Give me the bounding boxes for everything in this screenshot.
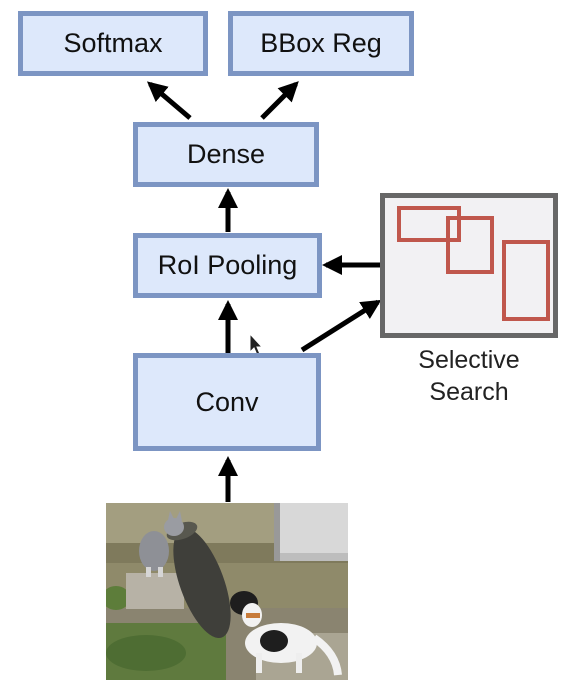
conv-node: Conv: [133, 353, 321, 451]
roi-pooling-node: RoI Pooling: [133, 233, 322, 298]
softmax-node: Softmax: [18, 11, 208, 76]
cat-and-dog-photo: [106, 503, 348, 680]
softmax-label: Softmax: [63, 28, 163, 58]
conv-label: Conv: [195, 386, 259, 417]
mouse-cursor-icon: [249, 332, 264, 356]
caption-line-1: Selective: [418, 346, 520, 374]
dense-node: Dense: [133, 122, 319, 187]
selective-search-panel: [380, 193, 558, 338]
dense-label: Dense: [186, 139, 266, 169]
caption-line-2: Search: [429, 378, 509, 406]
arrow-dense-to-bbox: [260, 81, 299, 120]
roi-pooling-label: RoI Pooling: [157, 250, 298, 280]
region-proposal-box: [502, 240, 550, 321]
bbox-reg-label: BBox Reg: [260, 28, 382, 58]
region-proposals: [397, 206, 550, 321]
selective-search-caption: Selective Search: [380, 344, 558, 408]
region-proposal-box: [397, 206, 461, 242]
arrow-conv-to-search: [300, 299, 382, 353]
region-proposal-box: [446, 216, 494, 274]
bbox-reg-node: BBox Reg: [228, 11, 414, 76]
arrow-dense-to-softmax: [146, 81, 192, 120]
input-image: [106, 503, 348, 680]
